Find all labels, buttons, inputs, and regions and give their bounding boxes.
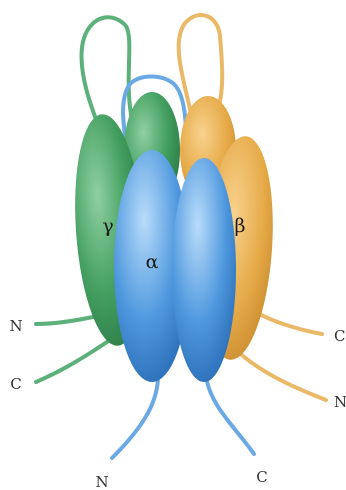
alpha-c-terminus-label: C [256, 468, 267, 486]
gamma-c-tail [36, 340, 110, 382]
beta-label: β [235, 215, 246, 237]
alpha-n-terminus-label: N [95, 473, 108, 490]
gamma-c-terminus-label: C [10, 375, 21, 393]
gamma-n-terminus-label: N [9, 317, 22, 335]
alpha-subunit-right [172, 158, 236, 382]
beta-c-terminus-label: C [334, 327, 345, 345]
alpha-n-tail [112, 376, 158, 458]
beta-n-terminus-label: N [334, 393, 346, 411]
alpha-c-tail [206, 376, 254, 454]
alpha-label: α [146, 251, 159, 273]
gamma-label: γ [102, 215, 113, 237]
beta-n-tail [236, 350, 326, 400]
beta-c-tail [252, 310, 322, 334]
gamma-n-tail [36, 315, 102, 324]
